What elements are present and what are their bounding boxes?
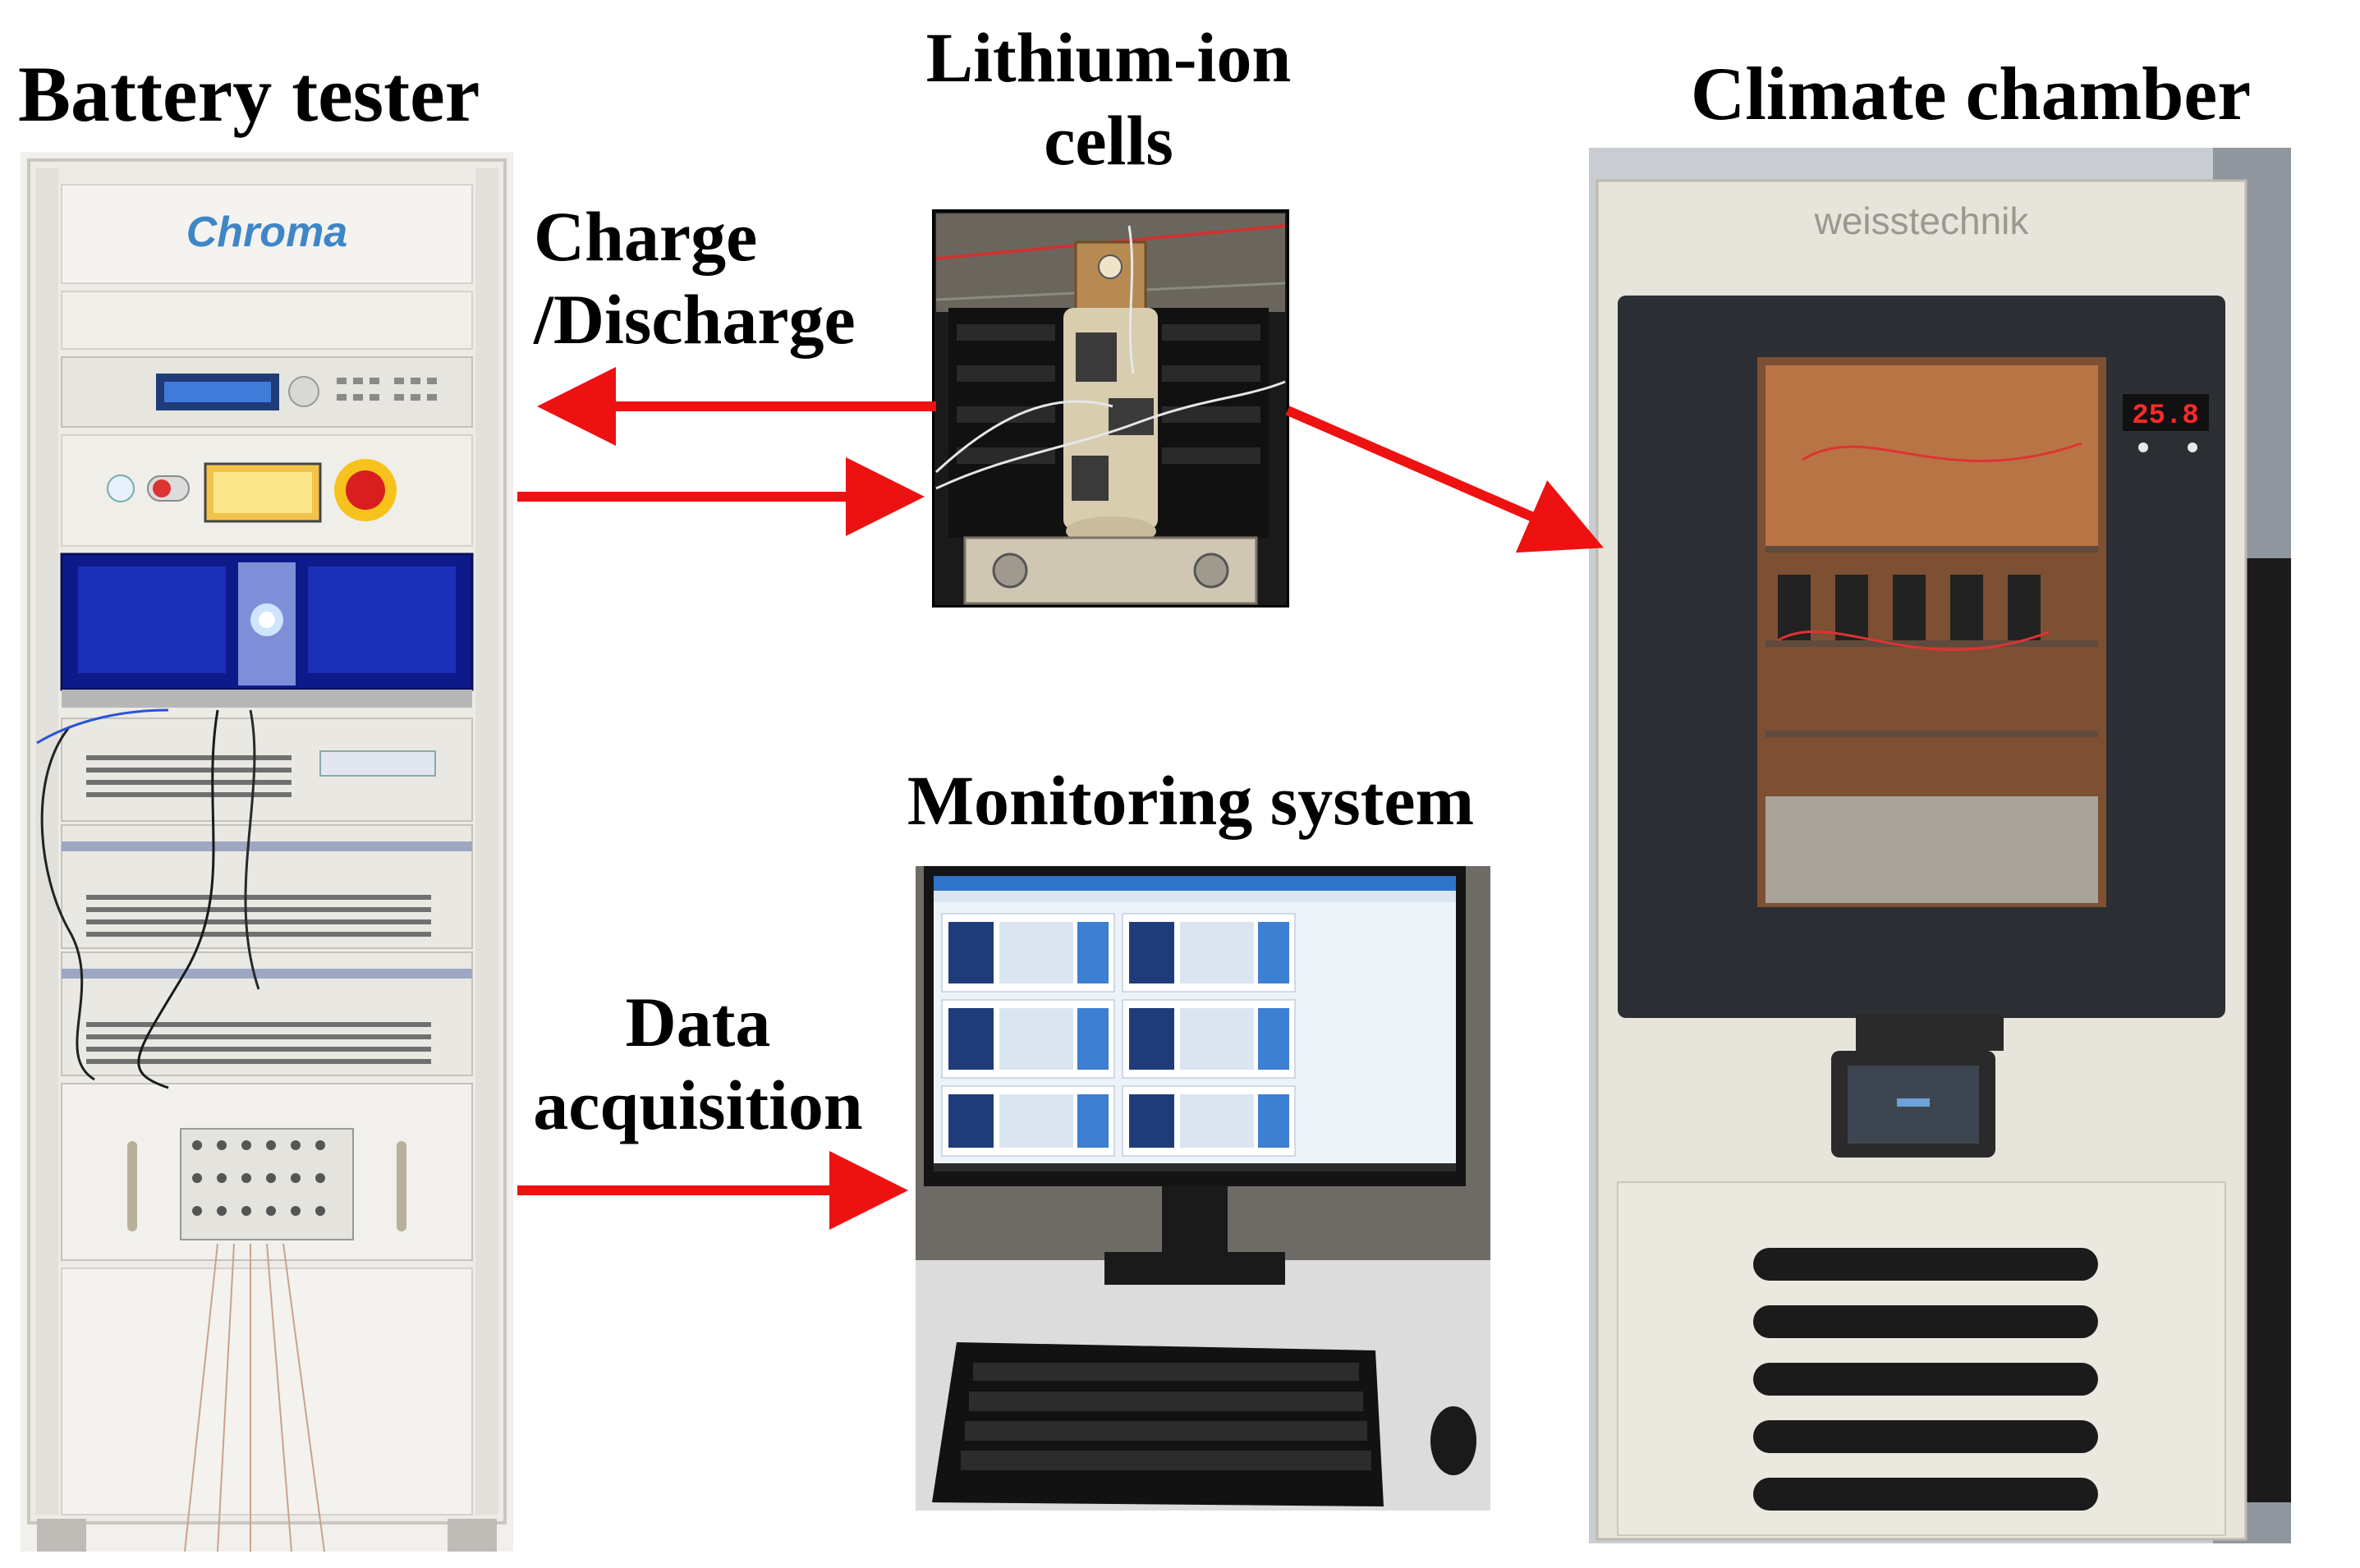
battery-tester-label: Battery tester bbox=[18, 50, 480, 138]
arrow-cells-to-chamber bbox=[1285, 406, 1605, 553]
battery-tester-photo: Chroma bbox=[21, 152, 513, 1552]
data-acquisition-label: Data acquisition bbox=[533, 983, 863, 1145]
lithium-ion-cells-label: Lithium-ion cells bbox=[925, 18, 1292, 181]
monitor-panel-grid bbox=[941, 913, 1296, 1157]
chamber-temperature-display: 25.8 bbox=[2132, 401, 2199, 432]
chamber-brand-logo: weisstechnik bbox=[1814, 199, 2030, 242]
lithium-ion-cell-photo bbox=[932, 209, 1289, 607]
climate-chamber-photo: weisstechnik 25.8 bbox=[1589, 148, 2291, 1543]
climate-chamber-label: Climate chamber bbox=[1690, 52, 2252, 135]
keyboard bbox=[932, 1342, 1384, 1506]
monitoring-system-photo bbox=[916, 866, 1490, 1511]
rack-brand-logo: Chroma bbox=[186, 209, 347, 256]
monitoring-system-label: Monitoring system bbox=[907, 761, 1475, 840]
charge-discharge-label: Charge /Discharge bbox=[534, 197, 856, 360]
chamber-vent-slots bbox=[1753, 1248, 2098, 1511]
